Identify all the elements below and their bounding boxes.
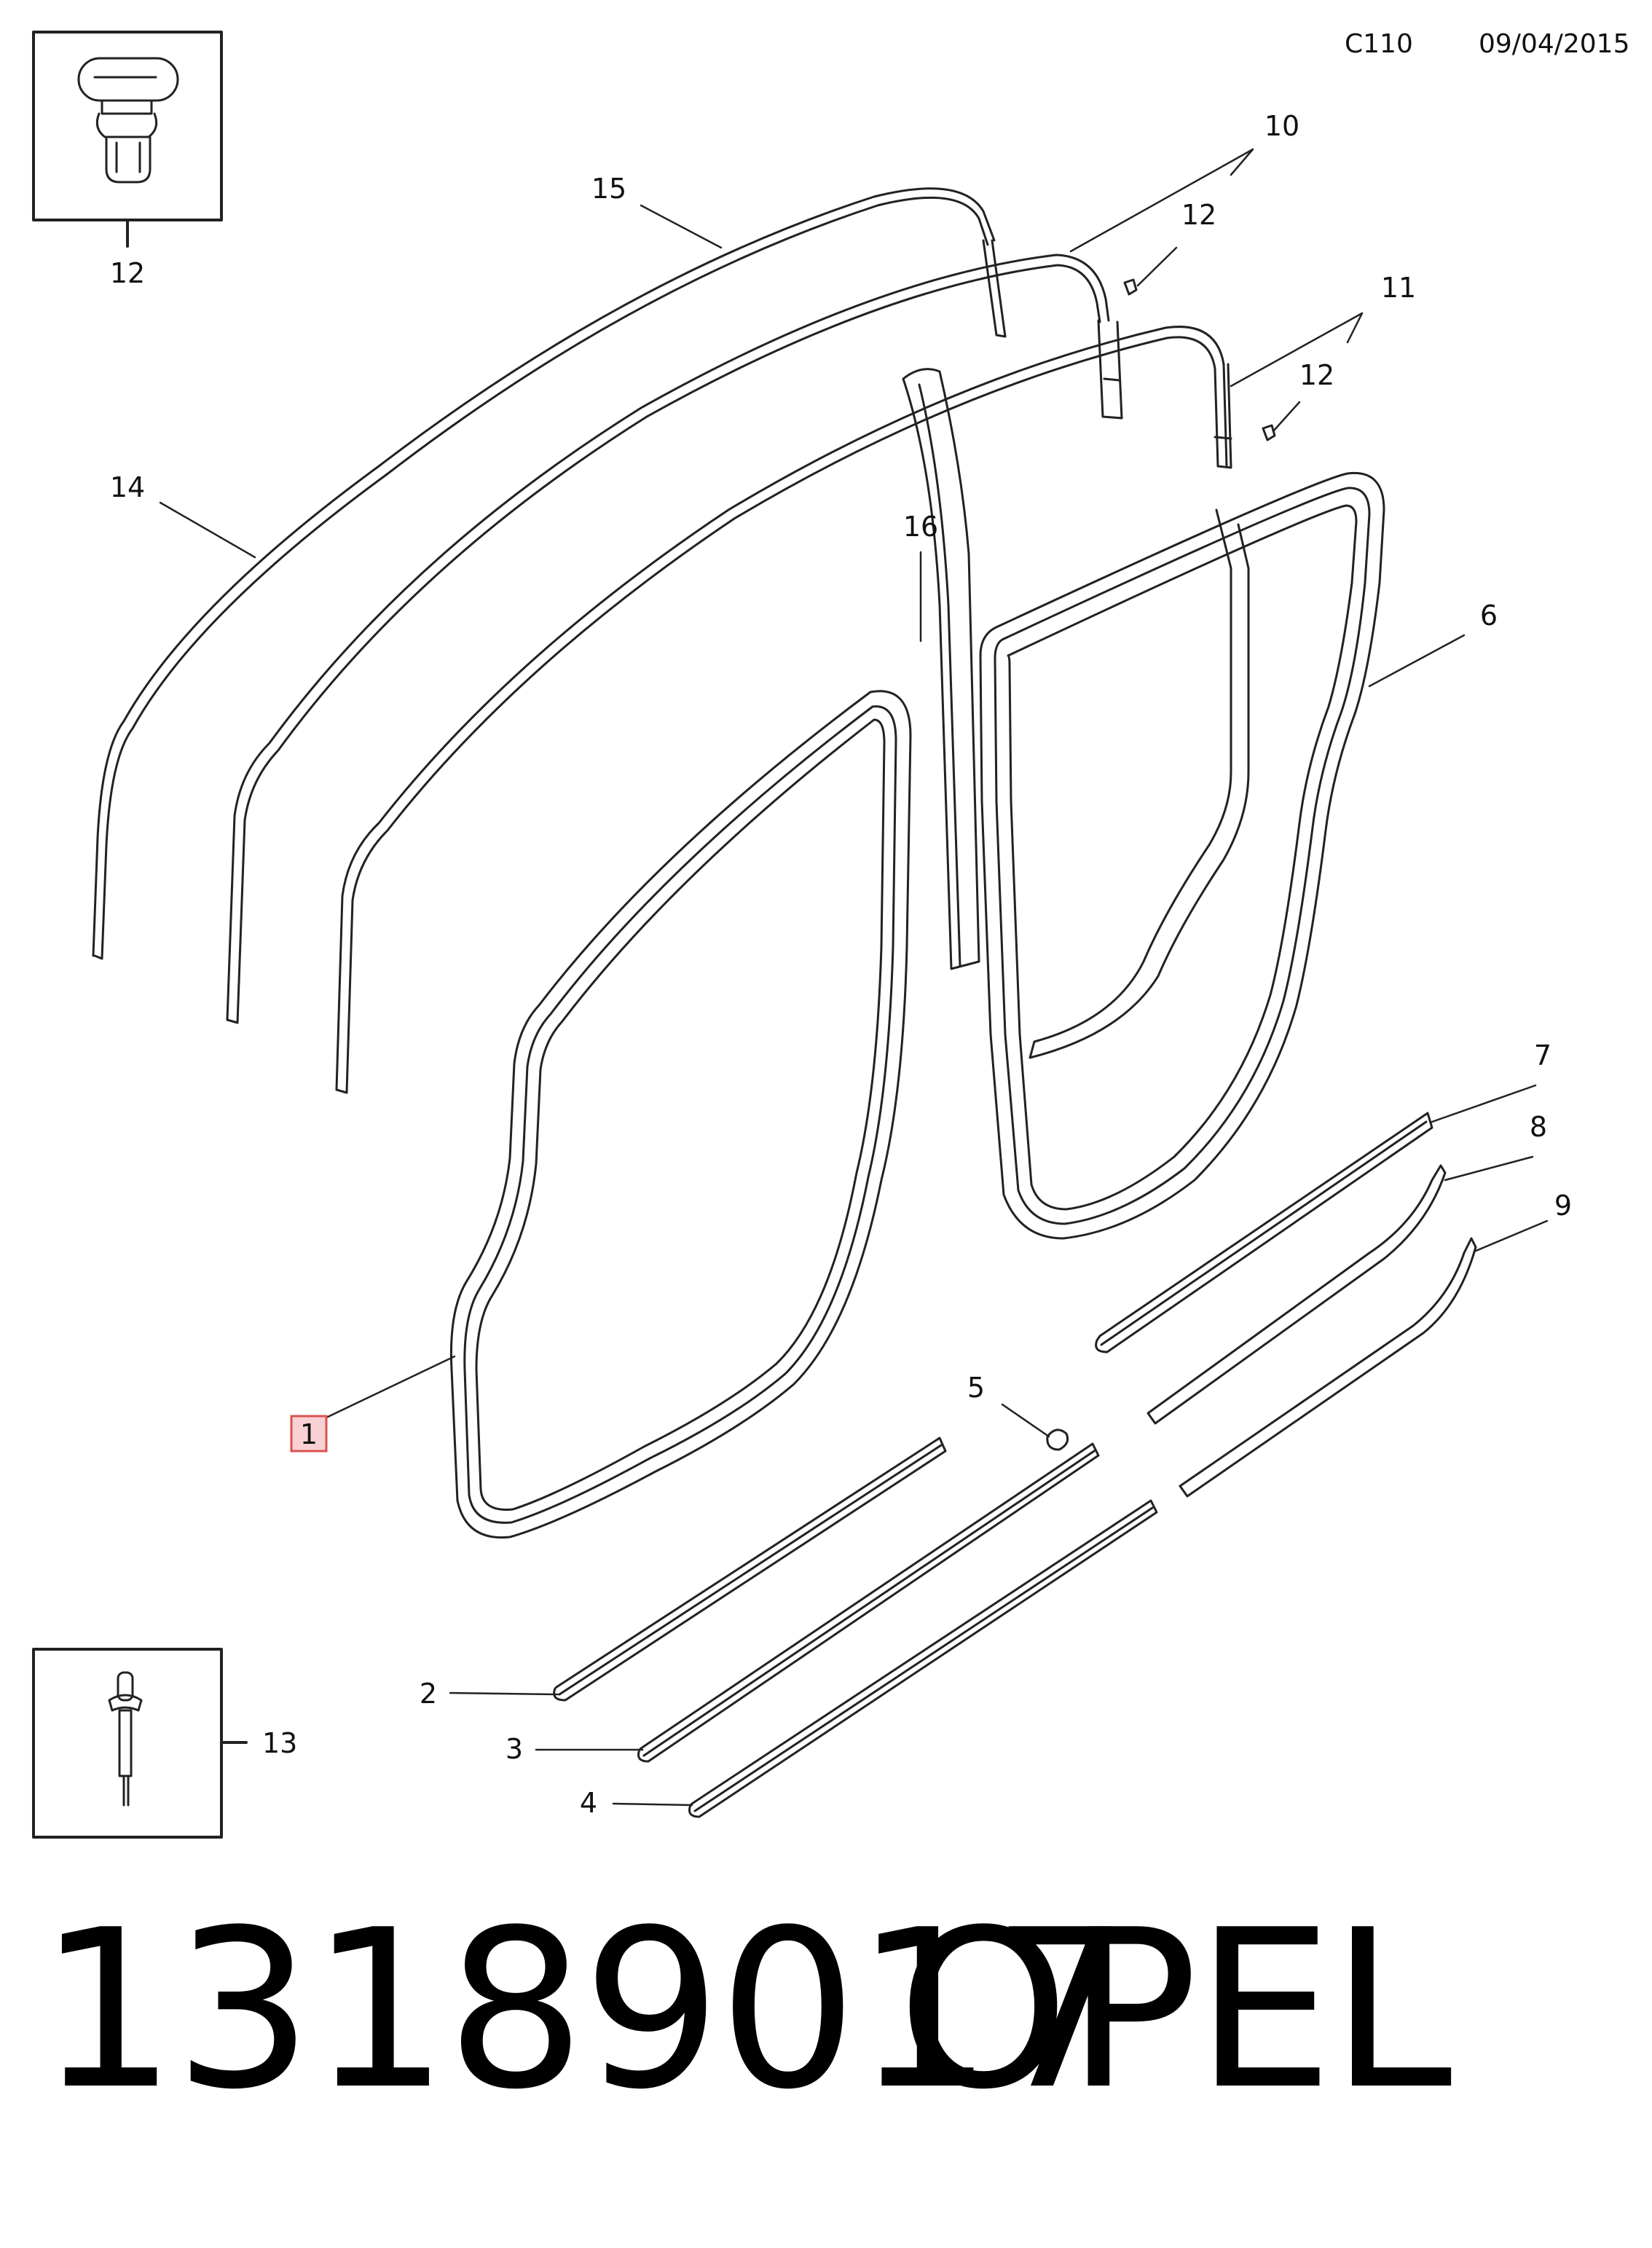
leader-lines — [159, 148, 1549, 1807]
rivet-icon — [108, 1671, 143, 1807]
callout-4: 4 — [580, 1787, 597, 1819]
part-11-rear-upper-seal — [335, 326, 1232, 1094]
callout-11: 11 — [1381, 272, 1416, 304]
diagram-code: C110 — [1345, 29, 1413, 59]
callout-12-upper: 12 — [1181, 199, 1216, 231]
callout-6: 6 — [1480, 600, 1498, 632]
callout-10: 10 — [1264, 110, 1299, 142]
part-8-curved-sill — [1146, 1164, 1447, 1425]
rivet-inset — [32, 1648, 248, 1839]
part-3-front-sill — [637, 1442, 1100, 1763]
callout-12-lower: 12 — [1299, 359, 1334, 391]
part-4-front-sill — [688, 1499, 1158, 1818]
callout-5: 5 — [967, 1372, 985, 1404]
clip-icon — [77, 57, 179, 184]
callout-16: 16 — [903, 511, 938, 543]
part-5-plug — [1046, 1428, 1069, 1451]
part-7-sill-strip — [1095, 1112, 1433, 1353]
part-10-front-upper-seal — [226, 254, 1123, 1024]
part-16-pillar-seal — [902, 368, 980, 970]
callout-14: 14 — [110, 471, 145, 503]
part-number: 13189017 — [38, 1883, 1130, 2137]
callout-9: 9 — [1554, 1190, 1572, 1222]
callout-8: 8 — [1530, 1111, 1547, 1143]
callout-1: 1 — [300, 1418, 318, 1450]
diagram-date: 09/04/2015 — [1479, 29, 1630, 59]
callout-13: 13 — [262, 1727, 297, 1759]
clip-inset — [32, 31, 223, 248]
part-2-front-sill — [553, 1437, 947, 1702]
part-15-roof-strip — [92, 187, 1007, 960]
part-1-front-door-seal — [449, 690, 912, 1539]
callout-2: 2 — [420, 1678, 437, 1710]
callout-15: 15 — [591, 173, 626, 205]
part-6-rear-door-seal — [979, 471, 1385, 1240]
part-9-curved-sill — [1179, 1237, 1477, 1498]
brand-name: OPEL — [897, 1883, 1452, 2137]
callout-3: 3 — [506, 1733, 523, 1765]
part-12-clip-lower — [1262, 424, 1276, 441]
callout-12-inset: 12 — [110, 257, 145, 289]
callout-1-highlight[interactable]: 1 — [290, 1415, 328, 1453]
callout-7: 7 — [1534, 1039, 1551, 1072]
part-12-clip-upper — [1123, 278, 1138, 296]
